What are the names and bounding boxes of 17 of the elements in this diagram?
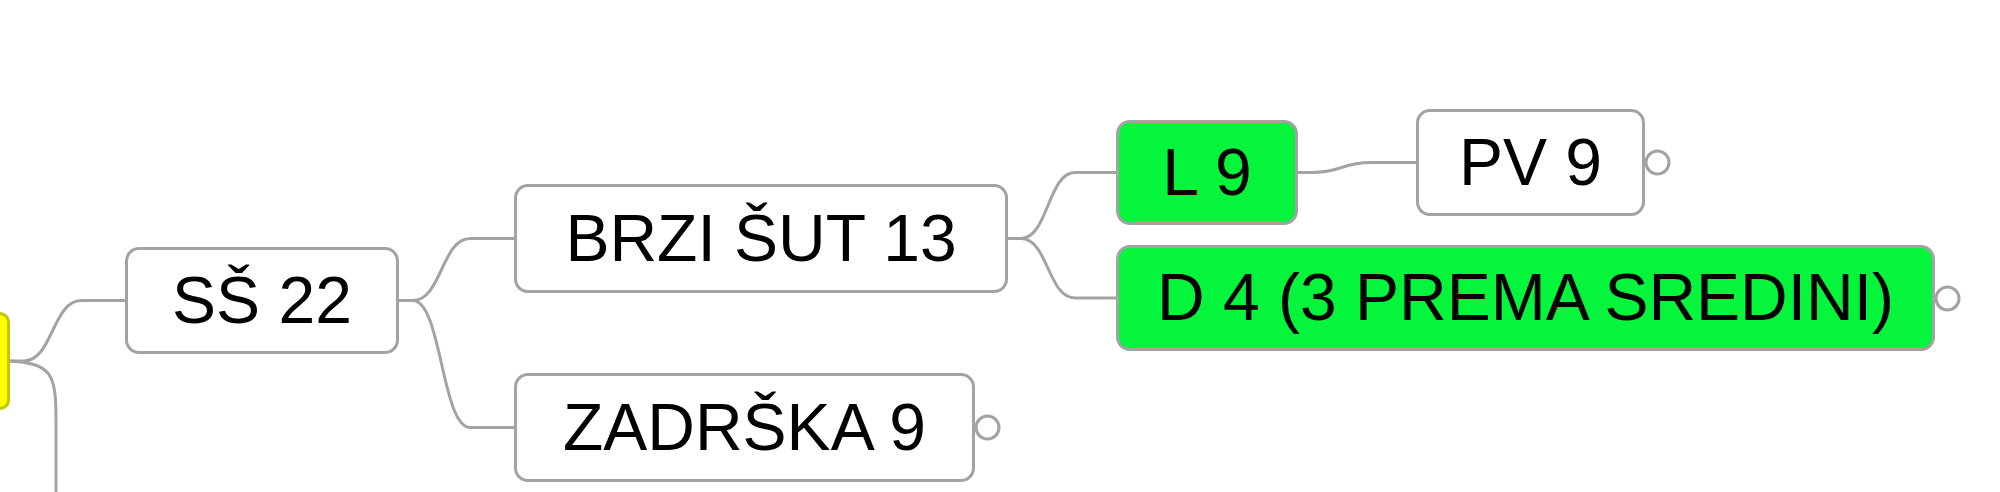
topic-label: D 4 (3 PREMA SREDINI): [1156, 260, 1895, 336]
topic-box: [0, 312, 10, 410]
topic-box: [1416, 109, 1645, 216]
topic-label: PV 9: [1458, 124, 1603, 201]
branch-line: [1296, 161, 1418, 174]
topic-box: [125, 247, 399, 354]
topic-label: L 9: [1162, 134, 1252, 211]
branch-line: [8, 359, 58, 492]
topic-box: [1116, 120, 1298, 225]
topic-box: [1116, 245, 1935, 351]
topic-label: SŠ 22: [172, 262, 352, 339]
branch-line: [397, 299, 516, 429]
topic-label: ZADRŠKA 9: [562, 389, 927, 466]
branch-line: [1006, 237, 1118, 300]
topic-box: [514, 184, 1008, 293]
topic-label: BRZI ŠUT 13: [565, 200, 957, 277]
topic-box: [514, 373, 975, 482]
